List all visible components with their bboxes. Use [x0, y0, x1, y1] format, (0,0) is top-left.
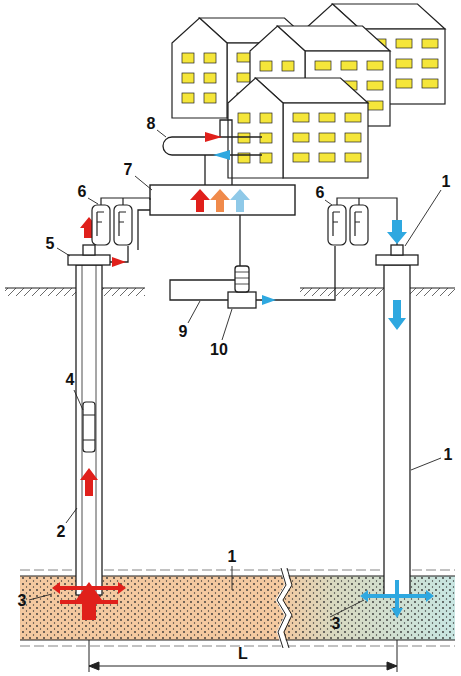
callout-number: 1	[228, 549, 237, 565]
cold-arrow	[387, 220, 407, 244]
hot-arrow	[112, 257, 126, 267]
callout-number: 8	[147, 116, 156, 132]
leader-lines	[29, 130, 441, 617]
buildings	[172, 4, 445, 178]
filter-capsules	[92, 198, 150, 245]
callout-number: L	[238, 646, 248, 662]
dimension-line	[89, 640, 397, 672]
heating-loop	[163, 120, 262, 185]
ground	[300, 288, 455, 296]
callout-number: 6	[316, 185, 325, 201]
injection-well	[360, 245, 434, 618]
callout-number: 1	[444, 447, 453, 463]
hot-arrow	[205, 132, 222, 142]
heat-arrows	[190, 189, 250, 212]
callout-number: 1	[442, 174, 451, 190]
filter-capsules	[328, 198, 397, 245]
callout-number: 4	[66, 372, 75, 388]
ground	[5, 288, 145, 296]
callout-number: 9	[179, 324, 188, 340]
callout-number: 3	[18, 593, 27, 609]
callout-number: 6	[78, 184, 87, 200]
building	[228, 78, 368, 178]
callout-number: 3	[332, 616, 341, 632]
callout-number: 5	[46, 236, 55, 252]
callout-number: 7	[124, 162, 133, 178]
heat-exchanger	[150, 185, 295, 215]
production-well	[52, 217, 126, 620]
callout-number: 10	[210, 342, 228, 358]
pump	[228, 266, 276, 308]
cold-arrow	[213, 150, 230, 160]
callout-number: 2	[57, 524, 66, 540]
return-pipe	[138, 210, 335, 300]
